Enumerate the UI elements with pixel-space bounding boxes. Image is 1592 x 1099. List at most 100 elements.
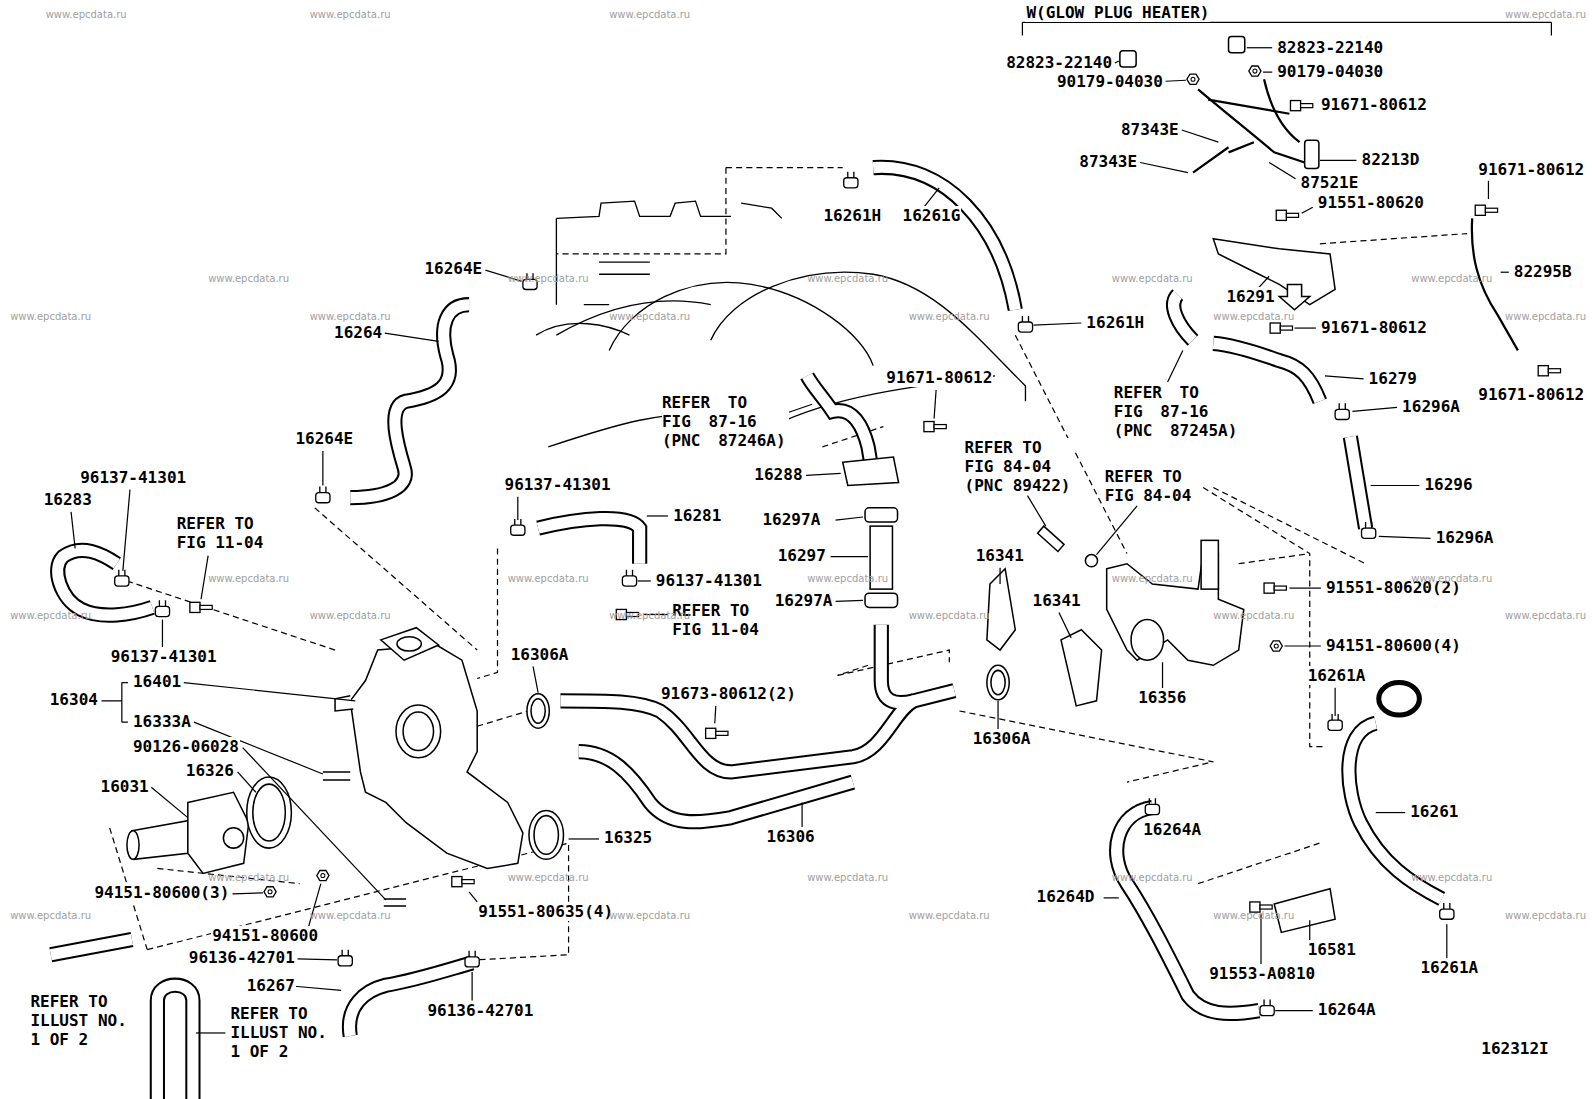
part-number: 16261	[1409, 802, 1459, 821]
part-number: 16306	[766, 827, 816, 846]
part-number: 91671-80612	[885, 368, 993, 387]
watermark: www.epcdata.ru	[909, 311, 990, 323]
part-number: 16261G	[902, 206, 962, 225]
part-number: 96136-42701	[426, 1001, 534, 1020]
part-number: 82823-22140	[1276, 38, 1384, 57]
watermark: www.epcdata.ru	[10, 610, 91, 622]
part-number: 16291	[1225, 287, 1275, 306]
part-number: 94151-80600(3)	[93, 883, 230, 902]
part-number: 16297A	[761, 510, 821, 529]
part-number: 16264	[333, 323, 383, 342]
part-number: 16304	[49, 690, 99, 709]
part-number: 87521E	[1300, 173, 1360, 192]
part-number: 90179-04030	[1276, 62, 1384, 81]
part-number: 16261A	[1419, 958, 1479, 977]
reference-note: REFER TO ILLUST NO. 1 OF 2	[30, 992, 130, 1049]
reference-note: REFER TO ILLUST NO. 1 OF 2	[230, 1004, 330, 1061]
part-number: 16031	[100, 777, 150, 796]
part-number: 16261H	[822, 206, 882, 225]
part-number: 91671-80612	[1477, 385, 1585, 404]
watermark: www.epcdata.ru	[1112, 872, 1193, 884]
watermark: www.epcdata.ru	[609, 311, 690, 323]
reference-note: REFER TO FIG 87-16 (PNC 87245A)	[1114, 383, 1241, 440]
watermark: www.epcdata.ru	[508, 872, 589, 884]
part-number: 16288	[753, 465, 803, 484]
part-number: 82213D	[1361, 150, 1421, 169]
reference-note: REFER TO FIG 84-04	[1105, 467, 1197, 505]
part-number: 91671-80612	[1320, 95, 1428, 114]
watermark: www.epcdata.ru	[1411, 872, 1492, 884]
part-number: 94151-80600(4)	[1325, 636, 1462, 655]
part-number: 16341	[975, 546, 1025, 565]
part-number: 96136-42701	[188, 948, 296, 967]
part-number: 91553-A0810	[1208, 964, 1316, 983]
watermark: www.epcdata.ru	[310, 9, 391, 21]
watermark: www.epcdata.ru	[310, 610, 391, 622]
watermark: www.epcdata.ru	[807, 872, 888, 884]
part-number: 16341	[1032, 591, 1082, 610]
watermark: www.epcdata.ru	[310, 311, 391, 323]
watermark: www.epcdata.ru	[310, 910, 391, 922]
watermark: www.epcdata.ru	[508, 273, 589, 285]
part-number: 96137-41301	[655, 571, 763, 590]
watermark: www.epcdata.ru	[1112, 273, 1193, 285]
watermark: www.epcdata.ru	[208, 872, 289, 884]
part-number: 16264A	[1317, 1000, 1377, 1019]
part-number: 16283	[43, 490, 93, 509]
part-number: 91551-80635(4)	[477, 902, 614, 921]
part-number: 91673-80612(2)	[660, 684, 797, 703]
watermark: www.epcdata.ru	[1505, 910, 1586, 922]
part-number: 90179-04030	[1056, 72, 1164, 91]
watermark: www.epcdata.ru	[46, 9, 127, 21]
part-number: 16297	[777, 546, 827, 565]
watermark: www.epcdata.ru	[1505, 610, 1586, 622]
part-number: 16333A	[132, 712, 192, 731]
part-number: 91671-80612	[1320, 318, 1428, 337]
part-number: 94151-80600	[211, 926, 319, 945]
part-number: 16356	[1137, 688, 1187, 707]
part-number: 16264A	[1142, 820, 1202, 839]
part-number: 16306A	[510, 645, 570, 664]
watermark: www.epcdata.ru	[1411, 573, 1492, 585]
part-number: 16296A	[1435, 528, 1495, 547]
part-number: 16264E	[294, 429, 354, 448]
watermark: www.epcdata.ru	[1213, 910, 1294, 922]
part-number: 87343E	[1078, 152, 1138, 171]
part-number: 91671-80612	[1477, 160, 1585, 179]
part-number: 96137-41301	[110, 647, 218, 666]
reference-note: REFER TO FIG 87-16 (PNC 87246A)	[662, 393, 789, 450]
reference-note: REFER TO FIG 84-04 (PNC 89422)	[965, 438, 1075, 495]
watermark: www.epcdata.ru	[1505, 9, 1586, 21]
watermark: www.epcdata.ru	[1411, 273, 1492, 285]
part-number: 16297A	[774, 591, 834, 610]
part-number: 90126-06028	[132, 737, 240, 756]
part-number: 96137-41301	[504, 475, 612, 494]
watermark: www.epcdata.ru	[208, 573, 289, 585]
part-number: 16581	[1307, 940, 1357, 959]
part-number: 91551-80620	[1317, 193, 1425, 212]
part-number: 16325	[603, 828, 653, 847]
part-number: 16326	[185, 761, 235, 780]
figure-code: 162312I	[1480, 1039, 1549, 1058]
watermark: www.epcdata.ru	[508, 573, 589, 585]
watermark: www.epcdata.ru	[807, 573, 888, 585]
watermark: www.epcdata.ru	[10, 910, 91, 922]
watermark: www.epcdata.ru	[807, 273, 888, 285]
part-number: 96137-41301	[79, 468, 187, 487]
part-number: 16296A	[1401, 397, 1461, 416]
watermark: www.epcdata.ru	[609, 910, 690, 922]
part-number: 82295B	[1513, 262, 1573, 281]
part-number: 16279	[1368, 369, 1418, 388]
part-number: 16261A	[1307, 666, 1367, 685]
watermark: www.epcdata.ru	[1213, 311, 1294, 323]
watermark: www.epcdata.ru	[609, 9, 690, 21]
reference-note: REFER TO FIG 11-04	[177, 514, 269, 552]
watermark: www.epcdata.ru	[208, 273, 289, 285]
part-number: 87343E	[1120, 120, 1180, 139]
watermark: www.epcdata.ru	[1505, 311, 1586, 323]
part-number: 16296	[1423, 475, 1473, 494]
watermark: www.epcdata.ru	[609, 610, 690, 622]
watermark: www.epcdata.ru	[10, 311, 91, 323]
part-number: 16281	[672, 506, 722, 525]
part-number: 16267	[246, 976, 296, 995]
